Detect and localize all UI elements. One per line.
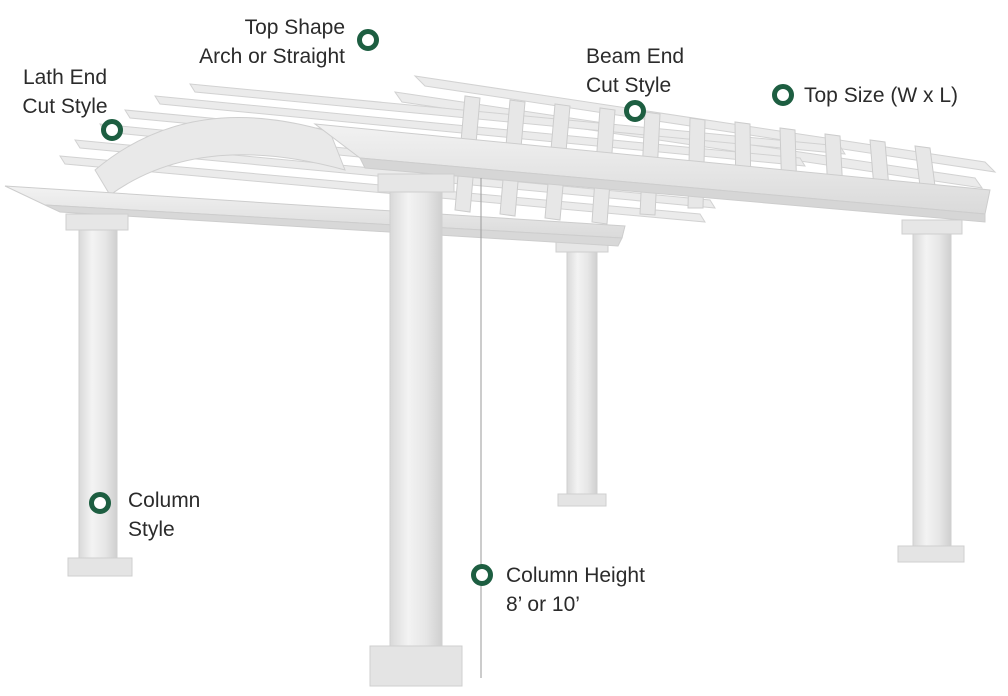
column-style-line2: Style <box>128 518 175 541</box>
lath-end-label: Lath End Cut Style <box>10 63 120 121</box>
top-shape-line1: Top Shape <box>244 16 345 39</box>
top-shape-marker[interactable] <box>356 28 380 52</box>
column-style-label: Column Style <box>128 486 200 544</box>
lath-end-marker[interactable] <box>100 118 124 142</box>
beam-end-label: Beam End Cut Style <box>586 42 684 100</box>
beam-end-line1: Beam End <box>586 45 685 68</box>
top-shape-label: Top Shape Arch or Straight <box>170 13 345 71</box>
top-shape-line2: Arch or Straight <box>199 45 345 68</box>
lath-end-line1: Lath End <box>22 66 108 89</box>
column-height-line1: Column Height <box>506 564 645 587</box>
lath-end-line2: Cut Style <box>22 95 108 118</box>
arched-beam <box>94 117 346 196</box>
beam-end-line2: Cut Style <box>586 74 672 97</box>
front-right-column <box>897 219 965 563</box>
top-size-line1: Top Size (W x L) <box>804 84 959 107</box>
column-style-line1: Column <box>128 489 201 512</box>
beam-end-marker[interactable] <box>623 99 647 123</box>
back-right-column <box>555 239 609 507</box>
front-left-column <box>65 213 133 577</box>
column-height-label: Column Height 8’ or 10’ <box>506 561 645 619</box>
right-main-beam <box>313 123 991 223</box>
top-size-marker[interactable] <box>771 83 795 107</box>
column-style-marker[interactable] <box>88 491 112 515</box>
column-height-marker[interactable] <box>470 563 494 587</box>
front-center-column <box>369 173 463 687</box>
column-height-line2: 8’ or 10’ <box>506 593 580 616</box>
top-size-label: Top Size (W x L) <box>804 81 958 110</box>
